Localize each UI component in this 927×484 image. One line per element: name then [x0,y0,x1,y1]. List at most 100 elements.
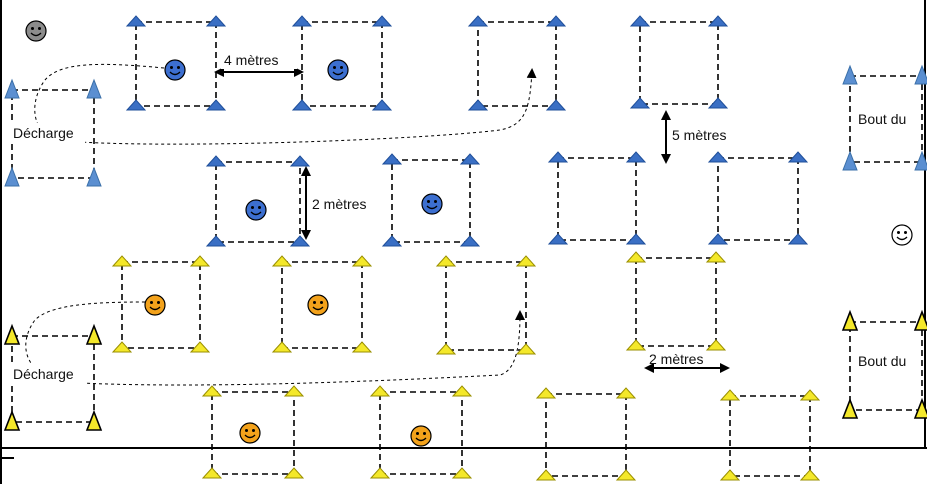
grid-square [135,21,217,107]
player-smiley-icon [239,422,261,444]
cone-icon [189,255,211,267]
cone-icon [125,15,147,27]
cone-icon [842,150,858,171]
cone-icon [467,15,489,27]
cone-icon [719,389,741,401]
grid-square [849,321,923,411]
cone-icon [629,97,651,109]
cone-icon [4,166,20,187]
cone-icon [351,255,373,267]
cone-icon [625,339,647,351]
grid-square [211,391,295,475]
cone-icon [85,409,103,431]
grid-square [729,395,811,477]
cone-icon [111,255,133,267]
cone-icon [85,323,103,345]
cone-icon [201,385,223,397]
cone-icon [459,153,481,165]
cone-icon [841,309,859,331]
cone-icon [3,323,21,345]
cone-icon [205,99,227,111]
cone-icon [205,155,227,167]
label-2-metres-vertical: 2 mètres [312,196,366,212]
cone-icon [125,99,147,111]
player-smiley-icon [327,59,349,81]
cone-icon [841,397,859,419]
cone-icon [707,233,729,245]
cone-icon [707,151,729,163]
cone-icon [535,387,557,399]
grid-square [281,261,363,349]
cone-icon [545,15,567,27]
label-bg-4m [221,51,297,69]
cone-icon [283,467,305,479]
cone-icon [799,389,821,401]
cone-icon [291,15,313,27]
run-path-top [34,63,537,145]
cone-icon [271,341,293,353]
player-smiley-icon [164,59,186,81]
cone-icon [111,341,133,353]
cone-icon [515,343,537,355]
player-smiley-icon [245,199,267,221]
label-5-metres: 5 mètres [672,127,726,143]
cone-icon [189,341,211,353]
cone-icon [369,467,391,479]
cone-icon [615,469,637,481]
grid-square [301,21,383,107]
cone-icon [707,97,729,109]
cone-icon [707,15,729,27]
cone-icon [705,251,727,263]
cone-icon [913,397,927,419]
grid-square [215,161,301,243]
grid-square [717,157,799,241]
cone-icon [705,339,727,351]
label-bg-decharge-bottom [11,364,85,384]
cone-icon [351,341,373,353]
cone-icon [451,385,473,397]
cone-icon [842,64,858,85]
cone-icon [799,469,821,481]
cone-icon [289,235,311,247]
cone-icon [201,467,223,479]
cone-icon [4,78,20,99]
cone-icon [86,166,102,187]
grid-square [121,261,201,349]
cone-icon [459,235,481,247]
cone-icon [535,469,557,481]
cone-icon [625,151,647,163]
label-bout-du-top: Bout du [858,111,906,127]
player-smiley-icon [307,294,329,316]
cone-icon [913,309,927,331]
cone-icon [291,99,313,111]
grid-square [557,157,637,241]
label-decharge-top: Décharge [13,125,74,141]
cone-icon [3,409,21,431]
cone-icon [371,99,393,111]
cone-icon [271,255,293,267]
label-4-metres: 4 mètres [224,52,278,68]
grid-square [545,393,627,477]
grid-square [379,391,463,475]
cone-icon [205,15,227,27]
player-smiley-icon [891,224,913,246]
cone-icon [914,150,927,171]
grid-square [477,21,557,107]
cone-icon [381,153,403,165]
cone-icon [787,233,809,245]
label-2-metres-horizontal: 2 mètres [649,351,703,367]
cone-icon [283,385,305,397]
player-smiley-icon [144,294,166,316]
cone-icon [547,233,569,245]
cone-icon [451,467,473,479]
cone-icon [545,99,567,111]
cone-icon [467,99,489,111]
cone-icon [289,155,311,167]
cone-icon [515,255,537,267]
grid-square [849,75,923,163]
grid-square [445,261,527,351]
cone-icon [625,251,647,263]
grid-square [635,257,717,347]
cone-icon [86,78,102,99]
